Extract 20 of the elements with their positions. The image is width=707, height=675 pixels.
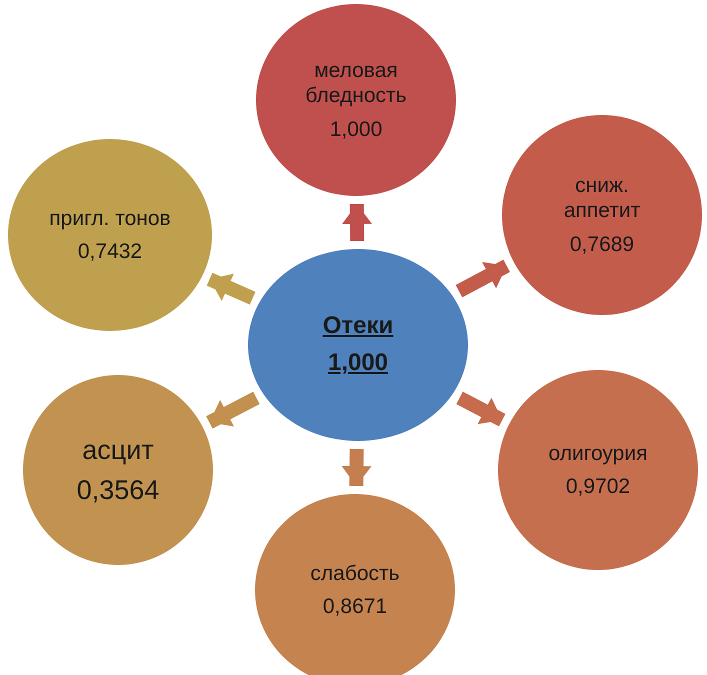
symptom-label: меловая бледность [304, 58, 408, 109]
symptom-label: слабость [310, 560, 400, 586]
arrow [456, 260, 510, 298]
arrow [206, 272, 256, 305]
symptom-label: пригл. тонов [49, 206, 171, 231]
coefficient-value: 0,9702 [566, 474, 630, 500]
arrow [456, 392, 506, 426]
symptom-label: асцит [82, 434, 154, 466]
arrow [206, 392, 260, 429]
coefficient-value: 1,000 [330, 116, 382, 142]
arrow [342, 204, 372, 242]
coefficient-value: 0,7689 [570, 232, 634, 257]
coefficient-value: 1,000 [328, 349, 388, 378]
arrow [342, 448, 372, 486]
coefficient-value: 0,3564 [76, 474, 160, 506]
coefficient-value: 0,8671 [322, 594, 388, 620]
symptom-label: олигоурия [548, 440, 648, 466]
coefficient-value: 0,7432 [78, 239, 142, 264]
center-label: Отеки [322, 312, 394, 341]
symptom-label: сниж. аппетит [562, 173, 642, 224]
